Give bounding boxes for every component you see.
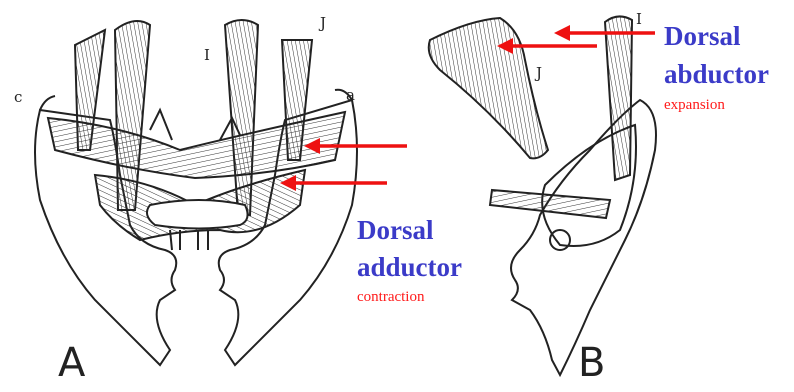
adductor-note: contraction xyxy=(357,289,424,306)
letter-c: c xyxy=(14,88,22,106)
abductor-note: expansion xyxy=(664,97,725,114)
abductor-title-line2: abductor xyxy=(664,59,769,90)
panel-a-drawing xyxy=(35,20,357,365)
adductor-title-line2: adductor xyxy=(357,252,462,283)
arrow-abductor-lower xyxy=(497,38,597,54)
letter-i-left: I xyxy=(204,46,210,64)
letter-j-right: J xyxy=(536,64,542,82)
letter-i-right: I xyxy=(636,10,642,28)
letter-a: a xyxy=(346,86,355,104)
b-muscle-j xyxy=(429,18,548,158)
panel-a-label: A xyxy=(58,340,85,386)
panel-b-drawing xyxy=(429,16,656,375)
abductor-title-line1: Dorsal xyxy=(664,21,741,52)
panel-b-label: B xyxy=(578,340,605,386)
letter-j-left: J xyxy=(320,14,326,32)
adductor-title-line1: Dorsal xyxy=(357,215,434,246)
central-ligament xyxy=(147,200,248,229)
